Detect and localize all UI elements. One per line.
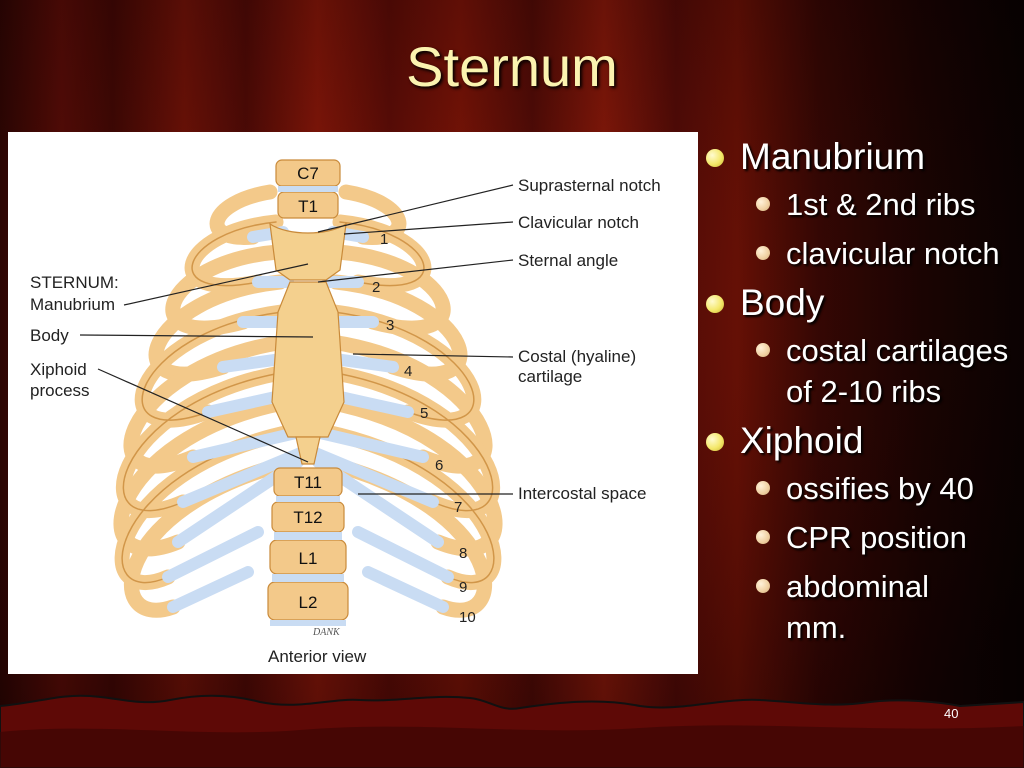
bullet-dot-icon — [756, 343, 770, 357]
label-suprasternal-notch: Suprasternal notch — [518, 176, 661, 195]
label-clavicular-notch: Clavicular notch — [518, 213, 639, 232]
bullet-dot-icon — [756, 481, 770, 495]
label-manubrium: Manubrium — [30, 295, 115, 314]
vertebra-label: L1 — [299, 549, 318, 568]
rib-number: 2 — [372, 279, 380, 296]
page-number: 40 — [944, 706, 959, 721]
rib-number: 8 — [459, 545, 467, 562]
label-anterior-view: Anterior view — [268, 647, 367, 666]
bullet-list: Manubrium 1st & 2nd ribs clavicular notc… — [700, 136, 1020, 656]
bullet-dot-icon — [706, 295, 724, 313]
bullet-dot-icon — [706, 149, 724, 167]
stage-floor-decoration — [0, 694, 1024, 768]
rib-number: 5 — [420, 405, 428, 422]
label-sternal-angle: Sternal angle — [518, 251, 618, 270]
xiphoid-shape — [295, 436, 321, 465]
rib-number: 3 — [386, 317, 394, 334]
rib-number: 9 — [459, 579, 467, 596]
sub-bullet: costal cartilages of 2-10 ribs — [700, 330, 1020, 412]
sub-bullet: abdominal mm. — [700, 566, 946, 648]
label-sternum-heading: STERNUM: — [30, 273, 119, 292]
sub-bullet: ossifies by 40 — [700, 468, 1020, 509]
bullet-dot-icon — [706, 433, 724, 451]
vertebra-label: T12 — [293, 508, 322, 527]
manubrium-shape — [269, 222, 347, 281]
bullet-xiphoid: Xiphoid — [700, 420, 1020, 462]
vertebra-label: T1 — [298, 197, 318, 216]
rib-cage-figure: C7 T1 T11 T12 L1 L2 1 2 3 4 5 6 7 8 9 10… — [8, 132, 698, 674]
slide-title: Sternum — [406, 35, 618, 98]
vertebra-label: T11 — [294, 473, 322, 492]
label-intercostal-space: Intercostal space — [518, 484, 647, 503]
vertebra-label: C7 — [297, 164, 319, 183]
label-costal-1: Costal (hyaline) — [518, 347, 636, 366]
rib-number: 7 — [454, 499, 462, 516]
rib-number: 4 — [404, 363, 412, 380]
bullet-dot-icon — [756, 579, 770, 593]
rib-number: 1 — [380, 231, 388, 248]
anatomy-illustration: C7 T1 T11 T12 L1 L2 1 2 3 4 5 6 7 8 9 10… — [30, 159, 661, 666]
illustrator-signature: DANK — [312, 627, 341, 638]
bullet-body: Body — [700, 282, 1020, 324]
rib-number: 10 — [459, 609, 476, 626]
bullet-dot-icon — [756, 197, 770, 211]
label-body: Body — [30, 326, 69, 345]
sternum-body-shape — [271, 281, 345, 438]
label-costal-2: cartilage — [518, 367, 582, 386]
sub-bullet: CPR position — [700, 517, 1020, 558]
bullet-dot-icon — [756, 530, 770, 544]
sub-bullet: 1st & 2nd ribs — [700, 184, 1020, 225]
rib-number: 6 — [435, 457, 443, 474]
bullet-manubrium: Manubrium — [700, 136, 1020, 178]
bullet-dot-icon — [756, 246, 770, 260]
sub-bullet: clavicular notch — [700, 233, 1020, 274]
label-xiphoid-2: process — [30, 381, 90, 400]
vertebra-label: L2 — [299, 593, 318, 612]
label-xiphoid-1: Xiphoid — [30, 360, 87, 379]
